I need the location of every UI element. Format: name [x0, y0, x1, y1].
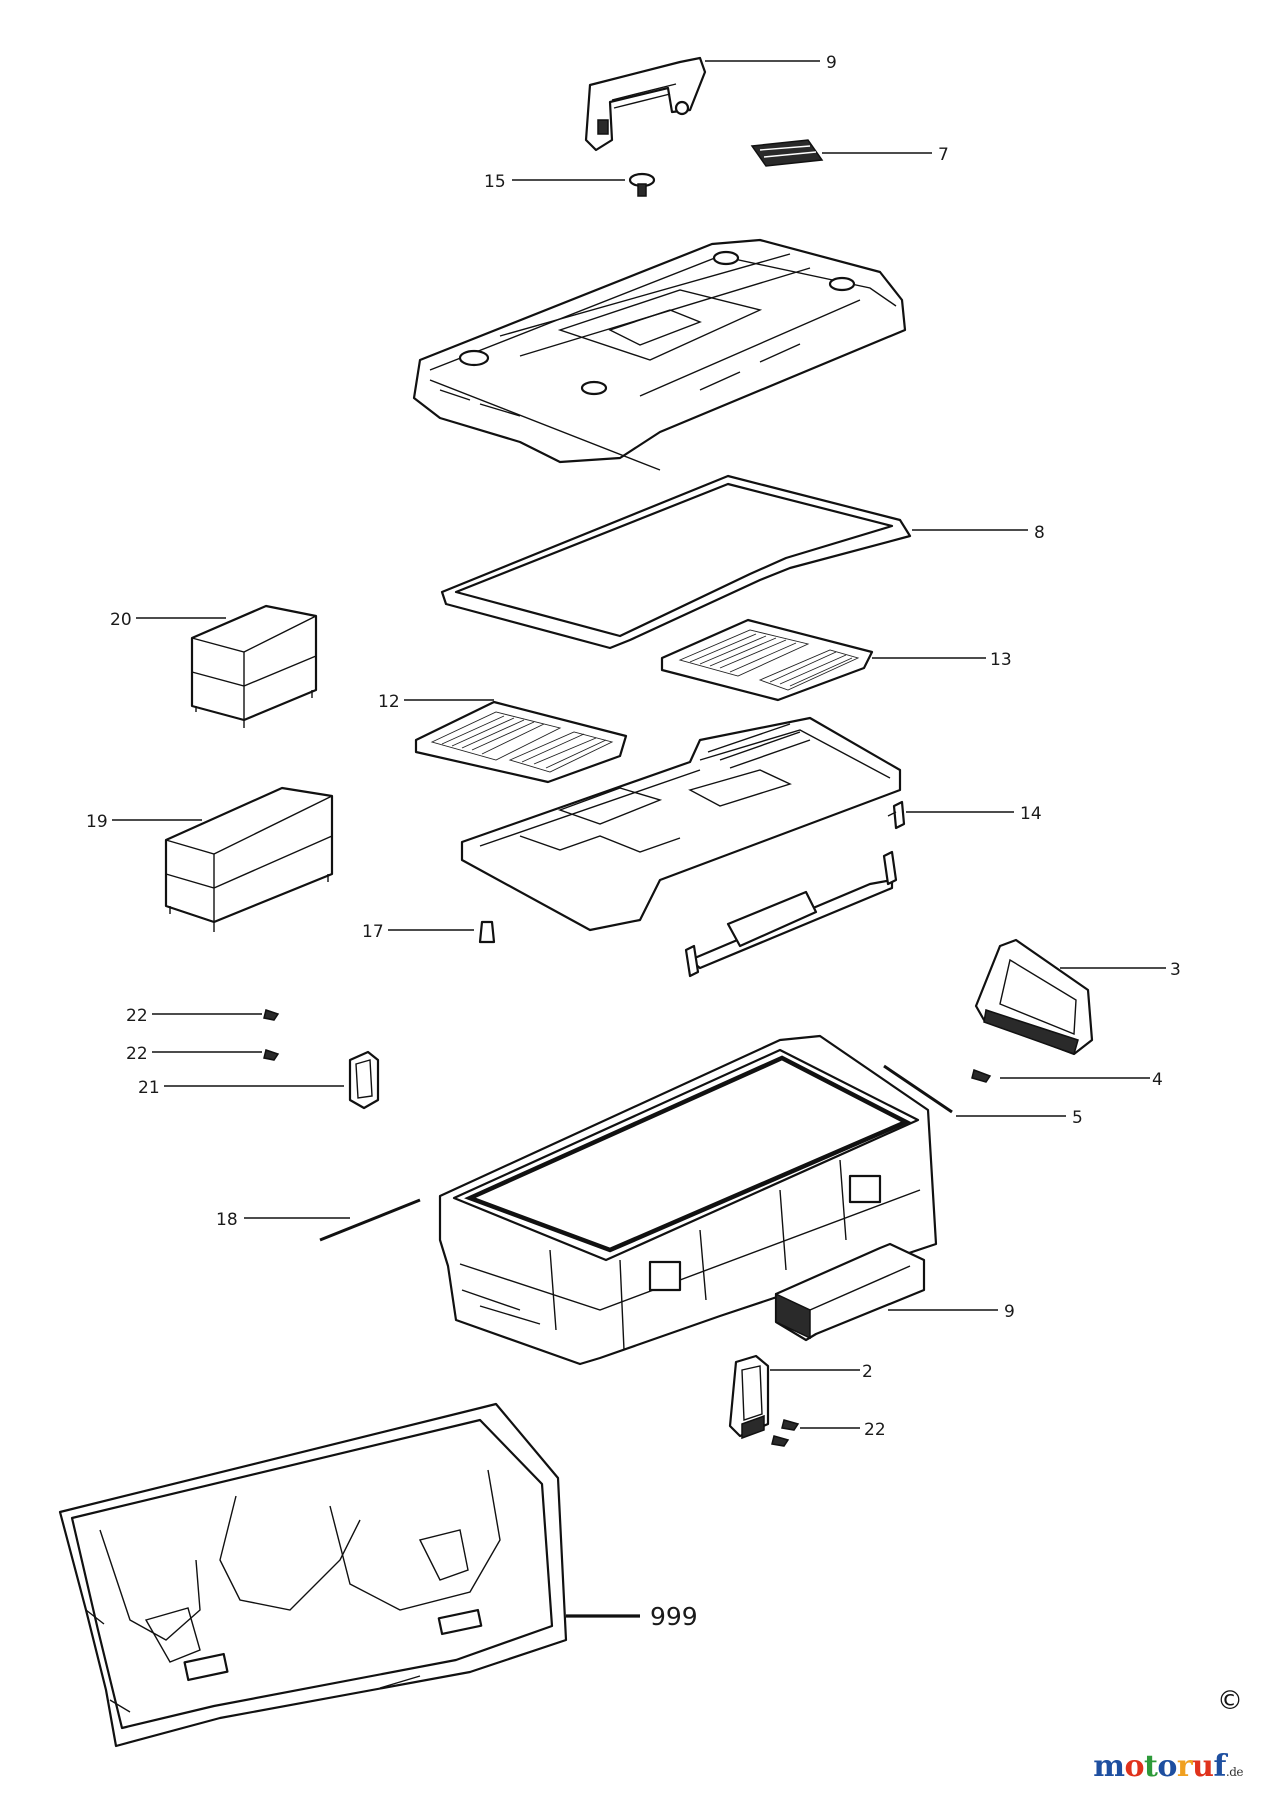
- callout-9-bottom: 9: [1004, 1302, 1015, 1322]
- part-2-side-latch: [728, 1354, 770, 1440]
- part-15-pivot-screw: [628, 172, 656, 197]
- part-9-carry-handle-top: [584, 56, 707, 152]
- brand-letter: r: [1176, 1749, 1193, 1784]
- part-4-screw: [971, 1069, 992, 1083]
- callout-3: 3: [1170, 960, 1181, 980]
- brand-letter: o: [1157, 1749, 1177, 1784]
- brand-letter: t: [1143, 1749, 1158, 1784]
- callout-21: 21: [138, 1078, 160, 1098]
- part-22-screw-b: [263, 1049, 280, 1061]
- part-7-latch: [750, 139, 824, 167]
- part-14-clip: [887, 800, 906, 830]
- callout-19: 19: [86, 812, 108, 832]
- callout-5: 5: [1072, 1108, 1083, 1128]
- brand-letter: u: [1192, 1749, 1214, 1784]
- brand-letter: m: [1093, 1749, 1125, 1784]
- callout-7: 7: [938, 145, 949, 165]
- callout-8: 8: [1034, 523, 1045, 543]
- callout-22-b: 22: [126, 1044, 148, 1064]
- part-8-lid-gasket: [440, 474, 912, 650]
- part-3-side-cover: [974, 938, 1094, 1056]
- part-5-hinge-rod: [883, 1064, 953, 1114]
- callout-4: 4: [1152, 1070, 1163, 1090]
- part-22-screw-a: [263, 1009, 280, 1021]
- callout-22-c: 22: [864, 1420, 886, 1440]
- brand-letter: o: [1124, 1749, 1144, 1784]
- part-12-tray-left: [414, 700, 628, 784]
- callout-2: 2: [862, 1362, 873, 1382]
- copyright-symbol: ©: [1217, 1686, 1243, 1716]
- callout-14: 14: [1020, 804, 1042, 824]
- callout-13: 13: [990, 650, 1012, 670]
- callout-17: 17: [362, 922, 384, 942]
- callout-22-a: 22: [126, 1006, 148, 1026]
- part-inner-tray-frame: [460, 716, 902, 932]
- part-22-screw-c: [771, 1419, 800, 1447]
- part-20-storage-bin: [190, 604, 318, 728]
- brand-tld: .de: [1225, 1765, 1244, 1779]
- brand-logo[interactable]: motoruf.de: [1093, 1749, 1243, 1784]
- part-21-latch-catch: [348, 1050, 380, 1110]
- part-18-hinge-rod: [319, 1198, 421, 1242]
- brand-wordmark: motoruf: [1093, 1749, 1226, 1784]
- part-lid: [412, 238, 907, 471]
- part-19-storage-bin: [164, 786, 334, 932]
- part-999-foam-insert: [58, 1402, 568, 1748]
- callout-18: 18: [216, 1210, 238, 1230]
- part-13-tray-right: [660, 618, 874, 702]
- callout-12: 12: [378, 692, 400, 712]
- callout-9-top: 9: [826, 53, 837, 73]
- callout-999: 999: [650, 1602, 698, 1631]
- part-9-carry-handle-bottom: [774, 1242, 926, 1342]
- brand-letter: f: [1213, 1749, 1226, 1784]
- part-inner-handle-bar: [684, 850, 898, 978]
- callout-20: 20: [110, 610, 132, 630]
- callout-15: 15: [484, 172, 506, 192]
- part-17-pin: [478, 920, 496, 944]
